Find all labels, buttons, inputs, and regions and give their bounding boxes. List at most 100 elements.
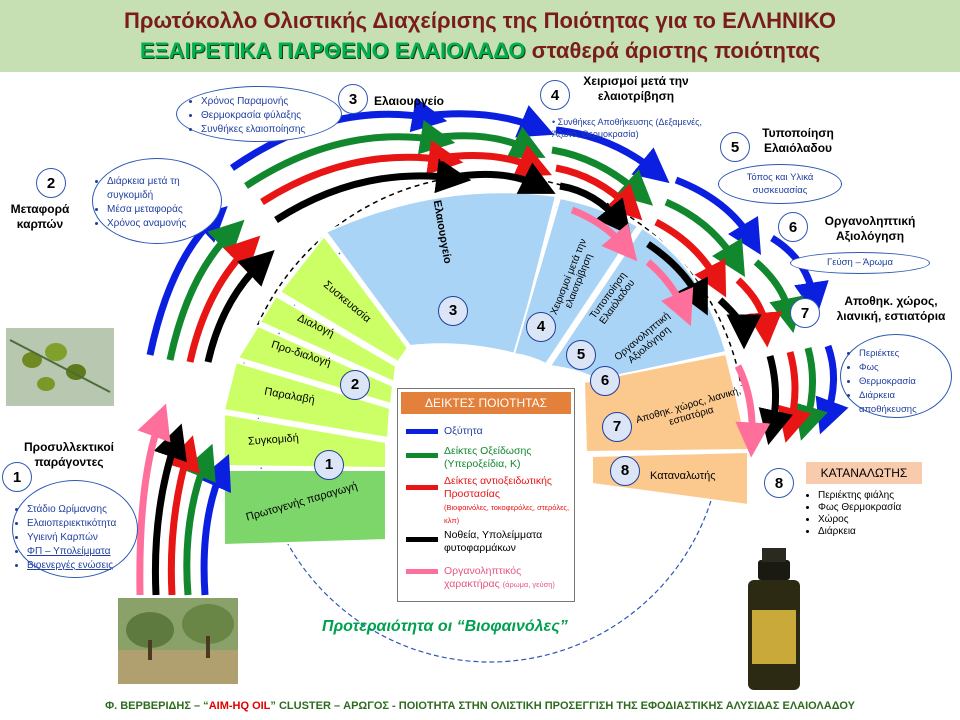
stage-3-item: Χρόνος Παραμονής <box>201 95 337 109</box>
legend-text: Νοθεία, Υπολείμματα φυτοφαρμάκων <box>444 529 543 554</box>
seg-consumer-label: Καταναλωτής <box>650 470 716 482</box>
stage-1-label: Προσυλλεκτικοί παράγοντες <box>24 440 114 469</box>
arrow-red-6 <box>654 218 727 298</box>
stage-5-item: Τόπος και Υλικά συσκευασίας <box>746 172 814 196</box>
stage-8-item: Περιέκτης φιάλης <box>818 490 901 502</box>
arrow-red-8 <box>777 351 812 443</box>
legend-main-text: Δείκτες αντιοξειδωτικής Προστασίας <box>444 475 552 500</box>
arrow-green-2 <box>166 219 245 361</box>
arrow-black-3 <box>274 158 472 223</box>
stage-1-item: Βιοενεργές ενώσεις <box>27 559 135 573</box>
title-line-1: Πρωτόκολλο Ολιστικής Διαχείρισης της Ποι… <box>123 8 837 33</box>
legend-main-text: Οργανοληπτικός χαρακτήρας <box>444 565 522 590</box>
stage-3-item: Θερμοκρασία φύλαξης <box>201 109 337 123</box>
wheel-number-5: 5 <box>566 340 596 370</box>
segment-sort <box>258 294 398 384</box>
wheel-number-8: 8 <box>610 456 640 486</box>
arrow-black-2 <box>204 249 275 363</box>
arrow-black-6 <box>646 241 708 316</box>
legend-swatch <box>406 485 438 490</box>
arrow-black-5 <box>559 182 631 236</box>
stage-1-item: Υγιεινή Καρπών <box>27 531 135 545</box>
stage-7-number: 7 <box>790 298 820 328</box>
stage-6-item: Γεύση – Άρωμα <box>827 257 893 268</box>
arrow-green-7 <box>753 259 804 334</box>
arrow-black-1 <box>151 423 187 596</box>
stage-7-item: Φως <box>859 361 951 375</box>
stage-4-label: Χειρισμοί μετά την ελαιοτρίβηση <box>583 74 689 103</box>
wheel-number-3: 3 <box>438 296 468 326</box>
wheel-number-4: 4 <box>526 312 556 342</box>
footer-pre: Φ. ΒΕΡΒΕΡΙΔΗΣ – “ <box>105 700 209 712</box>
stage-5-number: 5 <box>720 132 750 162</box>
legend-text: Οργανοληπτικός χαρακτήρας (άρωμα, γεύση) <box>444 565 576 591</box>
stage-2-bubble: Διάρκεια μετά τη συγκομιδή Μέσα μεταφορά… <box>92 158 222 244</box>
stage-5-label: Τυποποίηση Ελαιόλαδου <box>762 126 834 155</box>
stage-7-label: Αποθηκ. χώρος, λιανική, εστιατόρια <box>836 294 946 323</box>
quality-indicators-legend: ΔΕΙΚΤΕΣ ΠΟΙΟΤΗΤΑΣ Οξύτητα Δείκτες Οξείδω… <box>397 388 575 602</box>
arrow-pink-6 <box>645 259 694 327</box>
olive-branch-photo <box>6 328 114 406</box>
arrow-blue-8 <box>815 344 849 435</box>
stage-3-label: Ελαιουργείο <box>374 94 445 108</box>
arrow-green-6 <box>664 198 746 278</box>
wheel-number-7: 7 <box>602 412 632 442</box>
arrow-black-4 <box>447 162 556 194</box>
title-line-2: ΕΞΑΙΡΕΤΙΚΑ ΠΑΡΘΕΝΟ ΕΛΑΙΟΛΑΔΟ σταθερά άρι… <box>0 36 960 66</box>
legend-text: Οξύτητα <box>444 425 483 437</box>
arrow-blue-6 <box>674 176 762 256</box>
title-banner: Πρωτόκολλο Ολιστικής Διαχείρισης της Ποι… <box>0 0 960 72</box>
stage-7-item: Περιέκτες <box>859 347 951 361</box>
stage-4-number: 4 <box>540 80 570 110</box>
stage-2-number: 2 <box>36 168 66 198</box>
stage-6-bubble: Γεύση – Άρωμα <box>790 252 930 274</box>
legend-text: Δείκτες αντιοξειδωτικής Προστασίας (Βιοφ… <box>444 475 576 527</box>
stage-7-item: Θερμοκρασία <box>859 375 951 389</box>
arrow-pink-1 <box>136 403 171 596</box>
stage-3-bubble: Χρόνος Παραμονής Θερμοκρασία φύλαξης Συν… <box>176 86 342 142</box>
stage-8-item: Φως Θερμοκρασία <box>818 502 901 514</box>
stage-1-item: Στάδιο Ωρίμανσης <box>27 503 135 517</box>
legend-sub-text: (άρωμα, γεύση) <box>502 580 555 589</box>
arrow-red-2 <box>186 235 261 363</box>
stage-8-items: Περιέκτης φιάλης Φως Θερμοκρασία Χώρος Δ… <box>804 490 901 538</box>
legend-swatch <box>406 453 438 458</box>
segment-harvest <box>223 412 387 470</box>
stage-4-items: • Συνθήκες Αποθήκευσης (Δεξαμενές, Άζωτο… <box>552 116 720 140</box>
arrow-black-8 <box>758 355 793 446</box>
stage-8-label: ΚΑΤΑΝΑΛΩΤΗΣ <box>806 462 922 484</box>
arrow-black-7 <box>717 297 762 350</box>
stage-6-label: Οργανοληπτική Αξιολόγηση <box>824 214 916 243</box>
priority-text: Προτεραιότητα οι “Βιοφαινόλες” <box>322 618 568 635</box>
stage-2-item: Μέσα μεταφοράς <box>107 203 217 217</box>
title-rest: σταθερά άριστης ποιότητας <box>525 38 821 63</box>
arrow-blue-4 <box>423 105 555 138</box>
stage-4-bullet: • <box>552 117 558 127</box>
olive-grove-photo <box>118 598 238 684</box>
stage-1-number: 1 <box>2 462 32 492</box>
stage-8-number: 8 <box>764 468 794 498</box>
legend-text: Δείκτες Οξείδωσης (Υπεροξείδια, Κ) <box>444 445 532 470</box>
arrow-pink-8 <box>734 364 771 458</box>
stage-4-item: Συνθήκες Αποθήκευσης (Δεξαμενές, Άζωτο, … <box>552 117 702 139</box>
stage-7-item: Διάρκεια αποθήκευσης <box>859 389 951 417</box>
legend-swatch <box>406 429 438 434</box>
title-highlight: ΕΞΑΙΡΕΤΙΚΑ ΠΑΡΘΕΝΟ ΕΛΑΙΟΛΑΔΟ <box>139 38 526 63</box>
arrow-red-1 <box>166 435 200 596</box>
legend-swatch <box>406 569 438 574</box>
stage-7-bubble: Περιέκτες Φως Θερμοκρασία Διάρκεια αποθή… <box>840 334 952 418</box>
arrow-green-4 <box>431 126 546 158</box>
wheel-number-1: 1 <box>314 450 344 480</box>
legend-sub-text: (Βιοφαινόλες, τοκοφερόλες, στερόλες, κλπ… <box>444 503 570 525</box>
wheel-number-2: 2 <box>340 370 370 400</box>
stage-6-number: 6 <box>778 212 808 242</box>
segment-mill <box>324 191 558 356</box>
arrow-green-1 <box>183 443 216 596</box>
stage-2-item: Χρόνος αναμονής <box>107 217 217 231</box>
stage-3-number: 3 <box>338 84 368 114</box>
stage-1-bubble: Στάδιο Ωρίμανσης Ελαιοπεριεκτικότητα Υγι… <box>12 480 138 578</box>
stage-2-item: Διάρκεια μετά τη συγκομιδή <box>107 175 217 203</box>
stage-2-label: Μεταφορά καρπών <box>10 202 70 231</box>
stage-5-bubble: Τόπος και Υλικά συσκευασίας <box>718 164 842 204</box>
